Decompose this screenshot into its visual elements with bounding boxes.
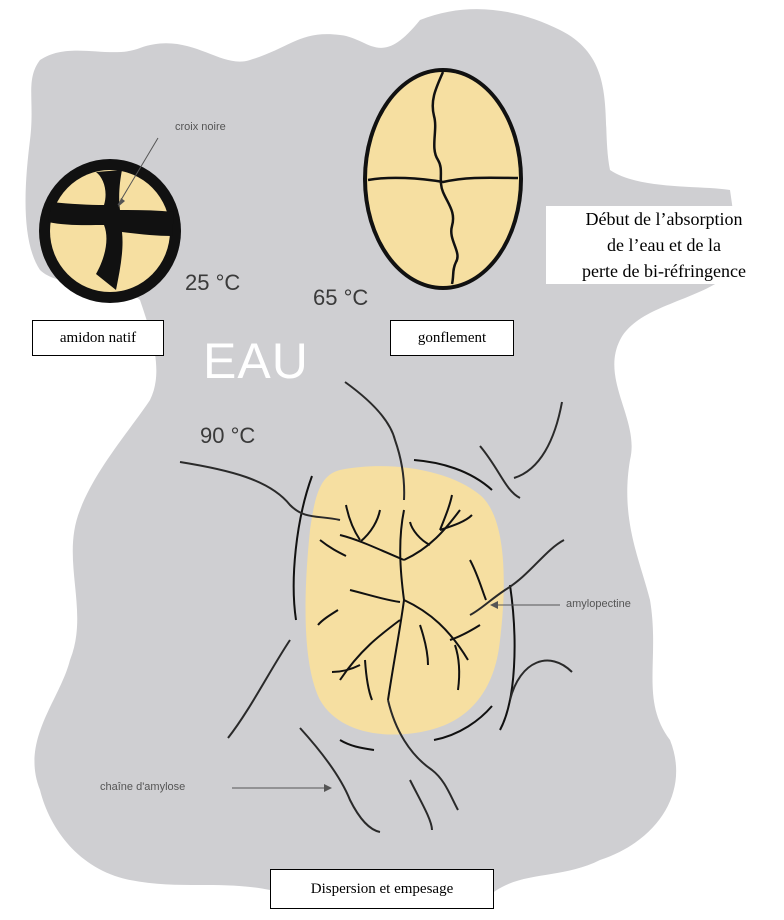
side-note-line-3: perte de bi-réfringence: [546, 258, 782, 284]
amylopectin-label: amylopectine: [566, 598, 631, 610]
temperature-65: 65 °C: [313, 285, 368, 311]
swelling-label: gonflement: [390, 320, 514, 356]
dispersion-label: Dispersion et empesage: [270, 869, 494, 909]
native-starch-label: amidon natif: [32, 320, 164, 356]
water-label: EAU: [203, 332, 309, 390]
black-cross-label: croix noire: [175, 121, 226, 133]
side-note-line-2: de l’eau et de la: [546, 232, 782, 258]
temperature-90: 90 °C: [200, 423, 255, 449]
swollen-granule: [363, 68, 523, 290]
side-note: Début de l’absorption de l’eau et de la …: [546, 206, 782, 284]
temperature-25: 25 °C: [185, 270, 240, 296]
amylose-chain-label: chaîne d'amylose: [100, 781, 185, 793]
side-note-line-1: Début de l’absorption: [546, 206, 782, 232]
